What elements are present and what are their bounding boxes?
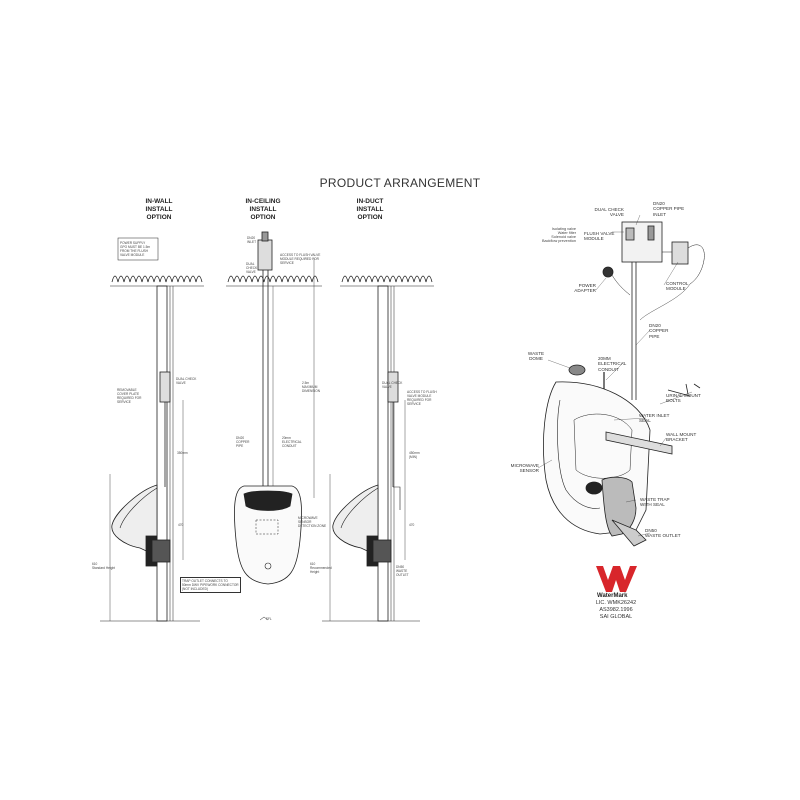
- exploded-view-drawing: [537, 214, 705, 547]
- in-duct-dim-b: 470: [409, 523, 415, 527]
- in-wall-dim-a: 350mm: [177, 451, 188, 455]
- page-title: PRODUCT ARRANGEMENT: [319, 176, 481, 190]
- in-duct-wall: [377, 285, 389, 622]
- watermark-brand: WaterMark: [597, 593, 628, 599]
- in-wall-dim-b: 470: [178, 523, 184, 527]
- in-ceiling-valve: [257, 239, 273, 271]
- in-duct-drawing: [322, 275, 434, 622]
- in-ceiling-urinal: [234, 485, 302, 585]
- waste-dome: [568, 364, 586, 376]
- waste-outlet-pipe: [611, 519, 647, 547]
- in-wall-wall: [156, 285, 168, 622]
- waste-trap: [601, 476, 637, 537]
- in-duct-dim-a: 450mm(MIN): [409, 451, 420, 459]
- wall-mount-bracket: [605, 431, 673, 455]
- in-wall-drawing: [100, 237, 204, 622]
- in-ceiling-drawing: [226, 231, 322, 621]
- ceiling-insulation-mid: [227, 275, 319, 283]
- control-module: [671, 241, 689, 265]
- ceiling-insulation-right: [341, 275, 433, 283]
- ceiling-insulation-left: [111, 275, 203, 283]
- in-wall-valve: [159, 371, 171, 403]
- ffl-label: FFL: [266, 617, 272, 621]
